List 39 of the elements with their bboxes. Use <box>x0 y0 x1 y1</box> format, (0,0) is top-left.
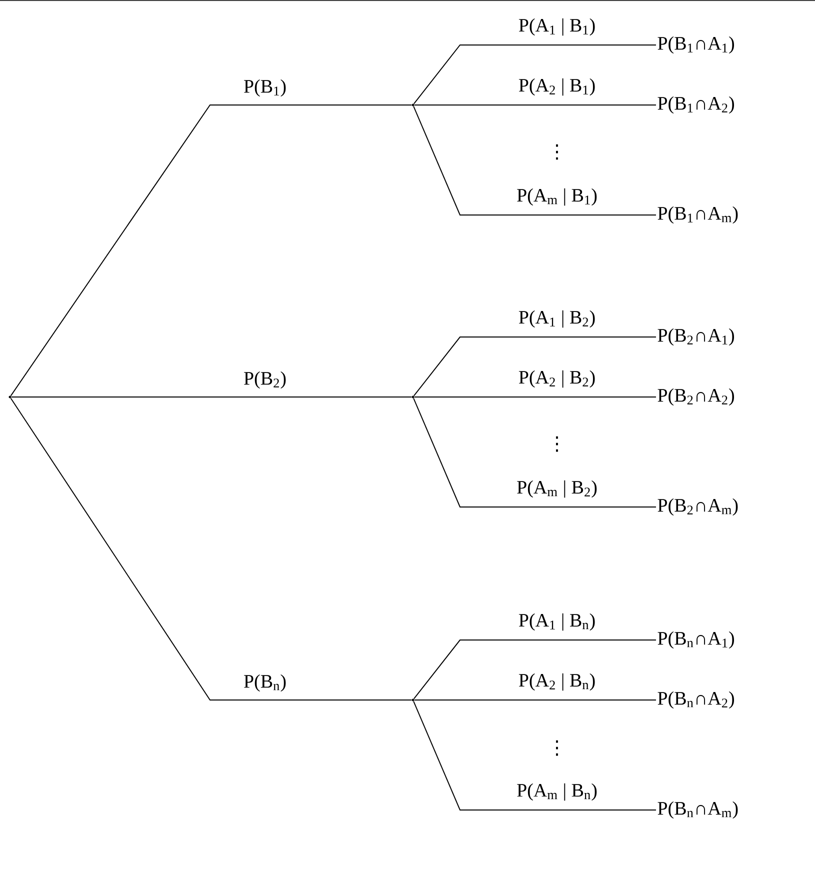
branch-point <box>412 104 414 106</box>
branch-label: P(A$_{2}$ | B$_{1}$) <box>518 78 595 96</box>
branch-line <box>413 336 656 396</box>
branch-label: P(A$_{1}$ | B$_{1}$) <box>518 18 595 36</box>
outcome-label: P(B$_{2}$∩A$_{m}$) <box>658 498 738 516</box>
branch-line <box>10 104 412 396</box>
branch-point <box>8 396 12 398</box>
branch-line <box>413 106 656 216</box>
outcome-label: P(B$_{1}$∩A$_{2}$) <box>658 96 734 114</box>
outcome-label: P(B$_{1}$∩A$_{m}$) <box>658 206 738 224</box>
branch-label: P(A$_{m}$ | B$_{2}$) <box>517 480 597 498</box>
branch-label: P(A$_{1}$ | B$_{n}$) <box>518 613 595 631</box>
ellipsis: ⋮ <box>556 436 558 452</box>
branch-label: P(A$_{m}$ | B$_{n}$) <box>517 783 597 801</box>
branch-line <box>10 396 412 398</box>
branch-line <box>413 700 656 810</box>
outcome-label: P(B$_{2}$∩A$_{1}$) <box>658 328 734 346</box>
outcome-label: P(B$_{n}$∩A$_{2}$) <box>658 691 734 709</box>
outcome-label: P(B$_{1}$∩A$_{1}$) <box>658 36 734 54</box>
branch-label: P(A$_{2}$ | B$_{2}$) <box>518 370 595 388</box>
branch-line <box>413 44 656 104</box>
outcome-label: P(B$_{n}$∩A$_{m}$) <box>658 801 738 819</box>
branch-label: P(A$_{1}$ | B$_{2}$) <box>518 310 595 328</box>
branch-line <box>10 398 412 700</box>
ellipsis: ⋮ <box>556 740 558 756</box>
branch-line <box>414 104 656 106</box>
ellipsis: ⋮ <box>556 144 558 160</box>
branch-line <box>414 396 656 398</box>
branch-label: P(A$_{2}$ | B$_{n}$) <box>518 673 595 691</box>
outcome-label: P(B$_{2}$∩A$_{2}$) <box>658 388 734 406</box>
branch-label: P(A$_{m}$ | B$_{1}$) <box>517 188 597 206</box>
branch-line <box>413 640 656 700</box>
branch-label: P(B$_{n}$) <box>244 674 286 692</box>
branch-label: P(B$_{2}$) <box>244 371 286 389</box>
branch-point <box>412 698 414 702</box>
branch-point <box>412 396 414 398</box>
branch-line <box>413 398 656 508</box>
branch-label: P(B$_{1}$) <box>244 79 286 97</box>
outcome-label: P(B$_{n}$∩A$_{1}$) <box>658 631 734 649</box>
